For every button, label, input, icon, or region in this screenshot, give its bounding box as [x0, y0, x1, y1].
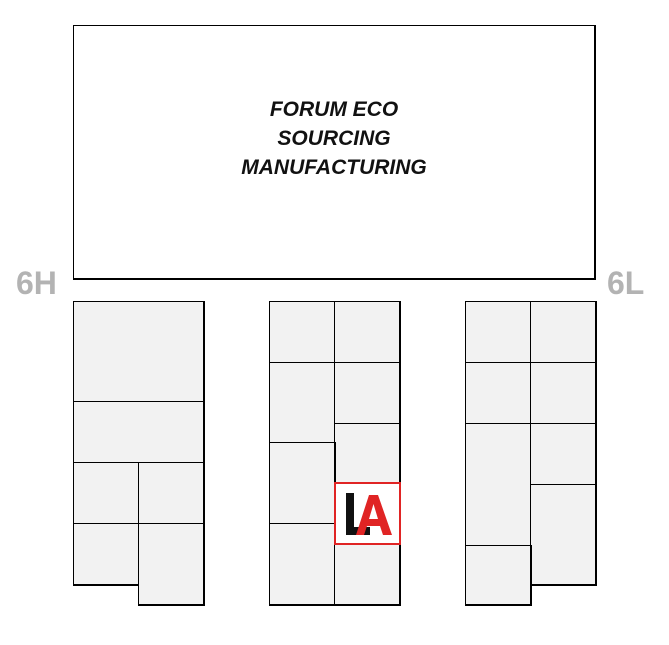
booth[interactable]	[530, 423, 597, 486]
booth[interactable]	[73, 401, 205, 464]
booth[interactable]	[73, 523, 140, 586]
booth[interactable]	[334, 362, 401, 425]
booth[interactable]	[269, 362, 336, 444]
booth[interactable]	[530, 484, 597, 586]
booth[interactable]	[334, 423, 401, 485]
booth[interactable]	[73, 301, 205, 403]
booth[interactable]	[269, 523, 336, 606]
booth[interactable]	[530, 362, 597, 425]
booth[interactable]	[269, 442, 336, 525]
la-logo-icon	[346, 493, 392, 535]
hall-label-6l: 6L	[607, 265, 645, 301]
booth[interactable]	[334, 543, 401, 606]
booth[interactable]	[138, 462, 205, 525]
booth[interactable]	[465, 301, 532, 364]
hall-label-6h: 6H	[16, 265, 57, 301]
booth[interactable]	[138, 523, 205, 606]
booth[interactable]	[465, 545, 532, 606]
forum-title-line-2: SOURCING	[277, 126, 391, 150]
forum-title-line-1: FORUM ECO	[269, 97, 399, 121]
highlighted-booth-la[interactable]	[334, 482, 401, 545]
booth[interactable]	[530, 301, 597, 364]
booth[interactable]	[269, 301, 336, 364]
forum-title: FORUM ECO SOURCING MANUFACTURING	[241, 95, 426, 182]
forum-area[interactable]: FORUM ECO SOURCING MANUFACTURING	[73, 25, 596, 280]
booth[interactable]	[334, 301, 401, 364]
booth[interactable]	[465, 423, 532, 547]
forum-title-line-3: MANUFACTURING	[241, 155, 427, 179]
booth[interactable]	[465, 362, 532, 425]
booth[interactable]	[73, 462, 140, 525]
